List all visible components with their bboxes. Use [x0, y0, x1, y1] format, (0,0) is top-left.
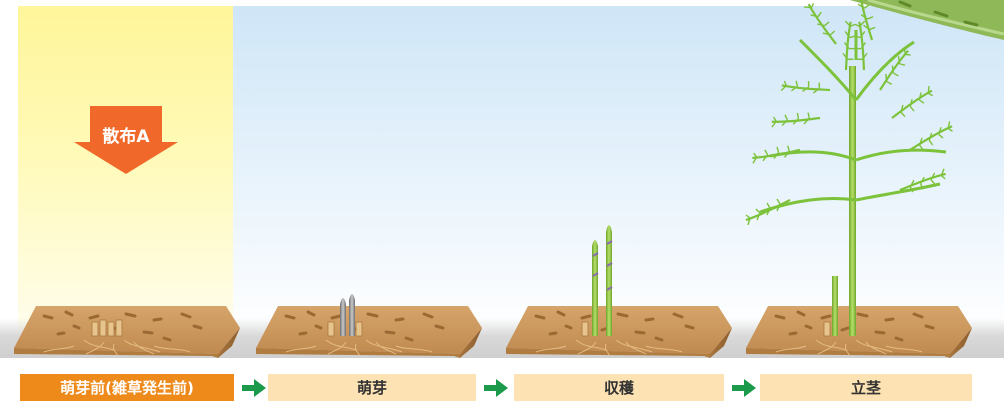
application-arrow-icon	[74, 106, 178, 174]
stage-harvest: 収穫	[514, 374, 724, 401]
spear-closeup	[850, 0, 1004, 40]
fern-canopy	[744, 0, 956, 227]
right-arrow-icon	[242, 379, 266, 397]
stage-pre-sprouting: 萌芽前(雑草発生前)	[20, 374, 234, 401]
right-arrow-icon	[484, 379, 508, 397]
soil-block-harvest	[504, 225, 734, 360]
stage-fern: 立茎	[760, 374, 972, 401]
application-arrow-label: 散布A	[102, 127, 150, 147]
right-arrow-icon	[732, 379, 756, 397]
stage-sprouting: 萌芽	[268, 374, 476, 401]
soil-block-sprouting	[254, 294, 484, 360]
soil-block-pre-sprouting	[12, 304, 242, 360]
soil-block-fern-stage	[744, 66, 974, 360]
